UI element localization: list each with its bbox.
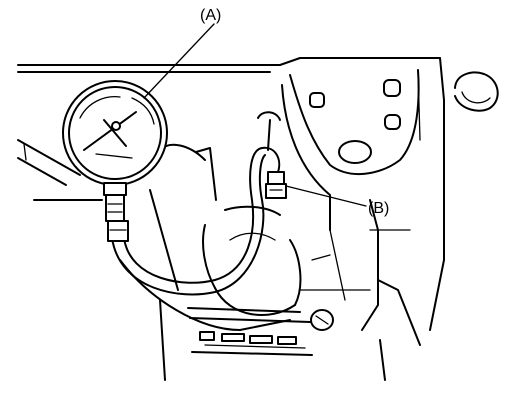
callout-b-leader	[285, 185, 367, 207]
bolt-hole	[309, 92, 325, 108]
gauge-hose	[111, 146, 281, 296]
bolt-hole	[384, 114, 401, 130]
callout-b: (B)	[285, 185, 389, 217]
pressure-port-fitting	[265, 171, 287, 199]
engine-structure	[17, 57, 499, 381]
bolt-hole	[383, 79, 401, 97]
callout-a-leader	[143, 23, 215, 99]
callout-a-label: (A)	[200, 7, 221, 24]
pressure-gauge	[62, 80, 168, 242]
callout-b-label: (B)	[368, 200, 389, 217]
callout-a: (A)	[143, 7, 221, 99]
bolt-hole	[338, 140, 372, 164]
